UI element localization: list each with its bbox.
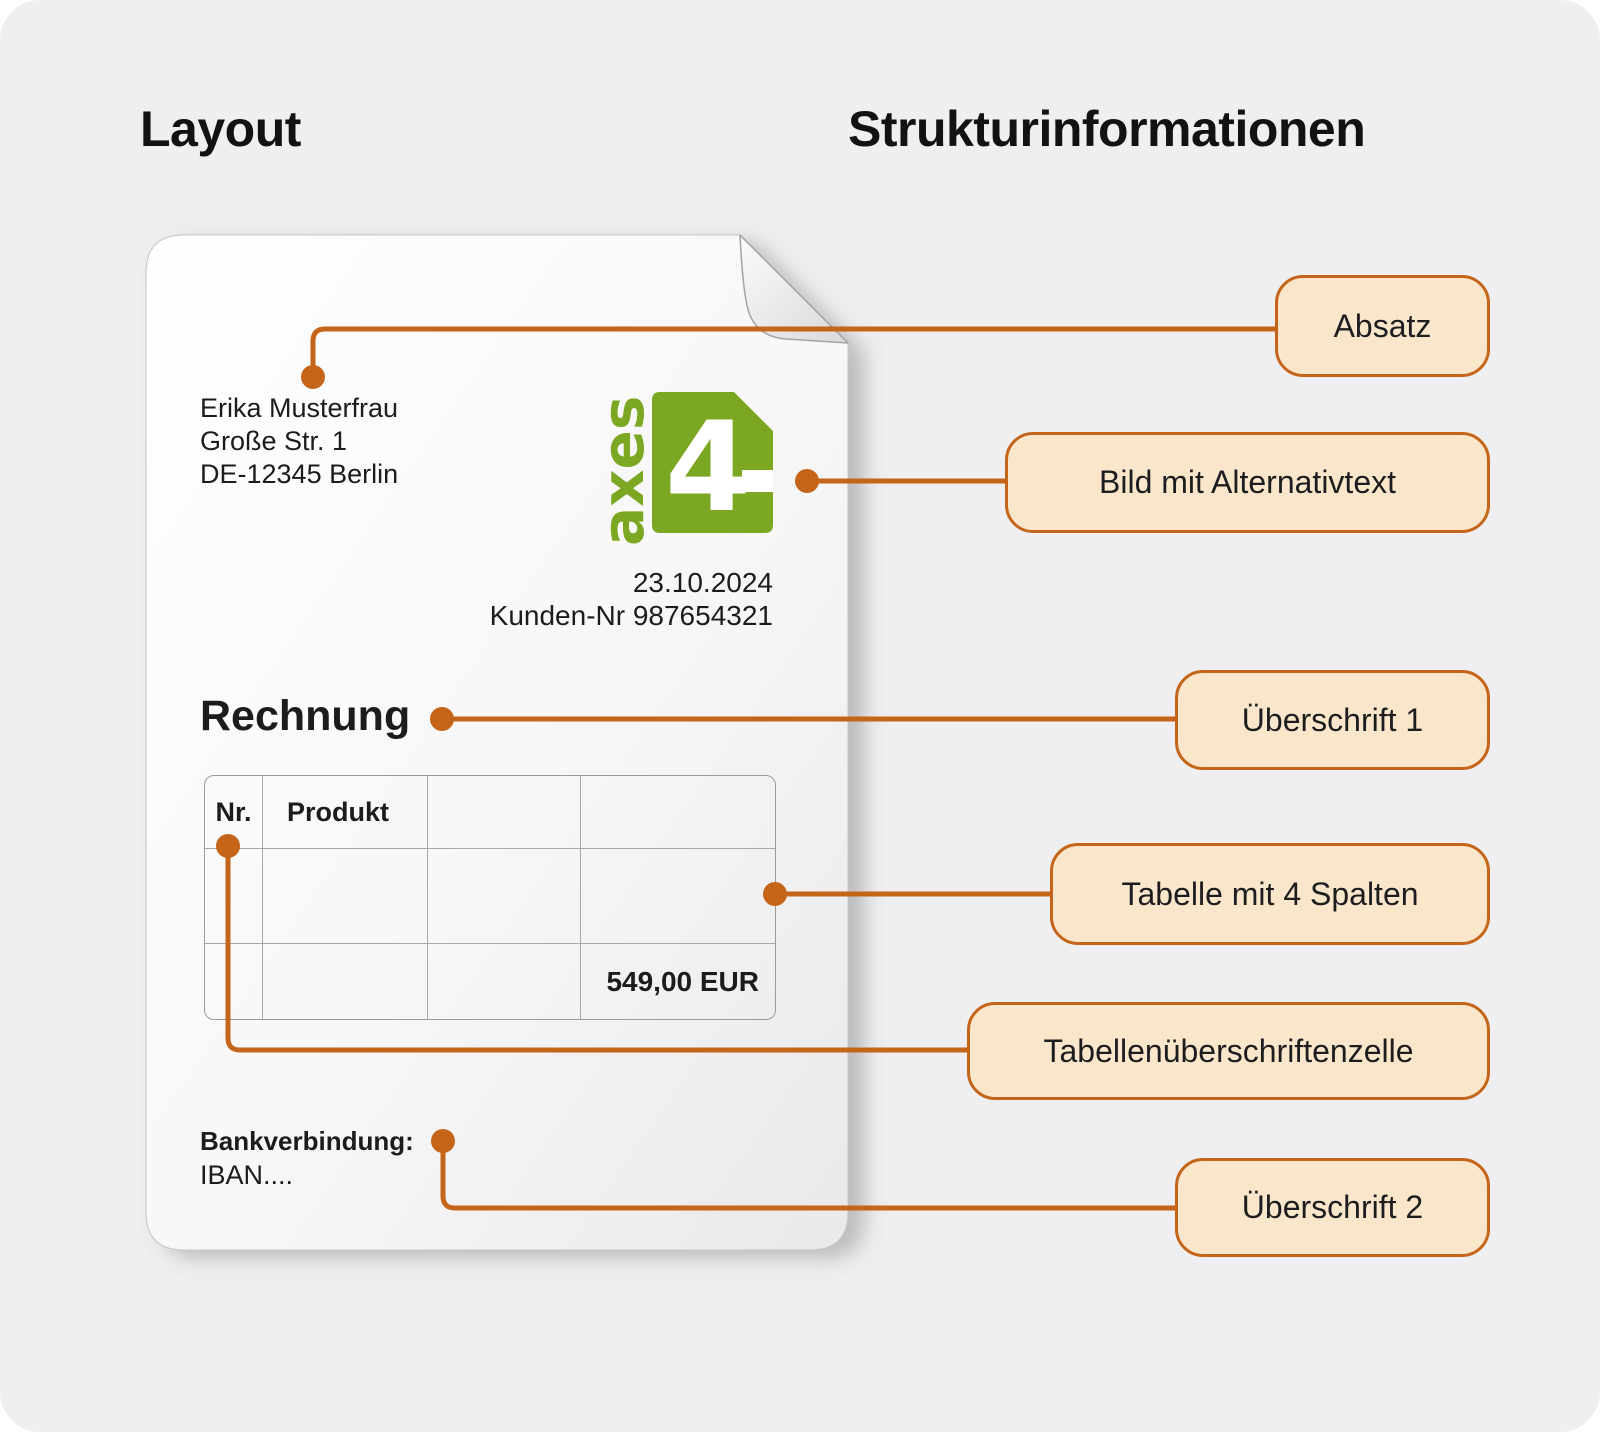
logo-number: 4 — [665, 396, 751, 540]
label-bild-mit-alternativtext: Bild mit Alternativtext — [1005, 432, 1490, 533]
table-cell — [581, 849, 775, 944]
invoice-address: Erika Musterfrau Große Str. 1 DE-12345 B… — [200, 392, 398, 491]
bank-details: Bankverbindung: IBAN.... — [200, 1124, 414, 1192]
invoice-table: Nr. Produkt 549,00 EUR — [204, 775, 776, 1020]
address-line: Erika Musterfrau — [200, 393, 399, 423]
address-line: Große Str. 1 — [200, 426, 348, 456]
table-cell — [263, 849, 428, 944]
table-cell — [205, 849, 263, 944]
table-cell — [205, 944, 263, 1019]
label-ueberschrift-1: Überschrift 1 — [1175, 670, 1490, 770]
table-header-cell-produkt: Produkt — [263, 776, 428, 849]
logo-slot — [742, 470, 773, 492]
table-cell — [428, 849, 581, 944]
bank-heading: Bankverbindung: — [200, 1126, 414, 1156]
table-cell — [263, 944, 428, 1019]
heading-layout: Layout — [140, 101, 301, 157]
table-header-cell — [581, 776, 775, 849]
invoice-title: Rechnung — [200, 692, 411, 740]
table-header-cell — [428, 776, 581, 849]
invoice-customer-number: Kunden-Nr 987654321 — [489, 600, 773, 631]
invoice-amount-cell: 549,00 EUR — [606, 965, 759, 997]
address-line: DE-12345 Berlin — [200, 459, 399, 489]
invoice-date: 23.10.2024 — [632, 567, 773, 598]
table-header-cell-nr: Nr. — [205, 776, 263, 849]
bank-iban: IBAN.... — [200, 1160, 294, 1190]
table-cell — [428, 944, 581, 1019]
invoice-meta: 23.10.2024 Kunden-Nr 987654321 — [490, 566, 773, 632]
label-tabelle-mit-4-spalten: Tabelle mit 4 Spalten — [1050, 843, 1490, 945]
label-ueberschrift-2: Überschrift 2 — [1175, 1158, 1490, 1257]
label-tabellenueberschriftenzelle: Tabellenüberschriftenzelle — [967, 1002, 1490, 1100]
label-absatz: Absatz — [1275, 275, 1490, 377]
axes4-logo-icon: axes 4 — [596, 392, 773, 546]
logo-square — [652, 392, 773, 533]
logo-axes-text: axes — [596, 396, 657, 546]
heading-strukturinformationen: Strukturinformationen — [848, 101, 1366, 157]
